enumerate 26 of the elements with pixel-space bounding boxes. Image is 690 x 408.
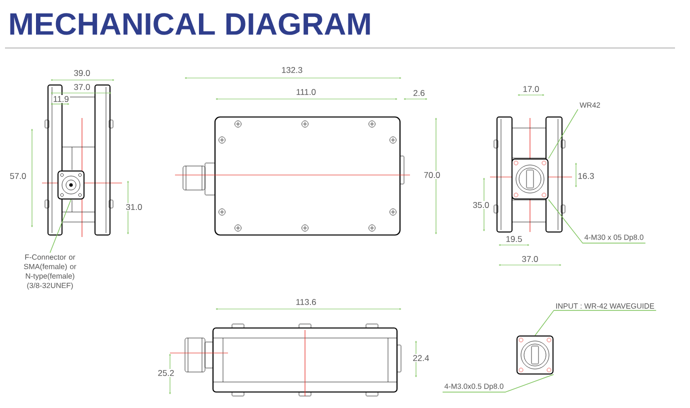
- flange-drawing: [516, 336, 554, 374]
- dimension-label: 25.2: [156, 369, 176, 377]
- leader-line: [548, 199, 646, 244]
- dimension-label: 113.6: [294, 298, 318, 306]
- dimension-label: 35.0: [472, 201, 490, 209]
- dimension-label: 57.0: [8, 172, 28, 180]
- leader-line: [548, 108, 578, 159]
- dimension-label: 39.0: [72, 69, 92, 77]
- dimension-label: 31.0: [124, 203, 144, 211]
- leader-line: [534, 310, 656, 336]
- title: MECHANICAL DIAGRAM: [10, 13, 370, 35]
- dimension-label: 37.0: [72, 83, 92, 91]
- flange-drawing: [512, 158, 548, 200]
- connector-drawing: [58, 170, 84, 200]
- dimension-label: 22.4: [412, 354, 430, 362]
- dimension-label: 11.9: [52, 95, 70, 103]
- dimension-label: 132.3: [280, 66, 304, 74]
- dimension-label: 19.5: [504, 235, 524, 243]
- leader-line: [50, 199, 72, 254]
- dimension-label: 37.0: [520, 255, 540, 263]
- dimension-label: 17.0: [522, 85, 540, 93]
- dimension-label: 111.0: [295, 88, 317, 96]
- leader-line: [442, 374, 554, 392]
- dimension-label: 70.0: [422, 171, 442, 179]
- dimension-label: 2.6: [412, 89, 426, 97]
- dimension-label: 16.3: [576, 172, 596, 180]
